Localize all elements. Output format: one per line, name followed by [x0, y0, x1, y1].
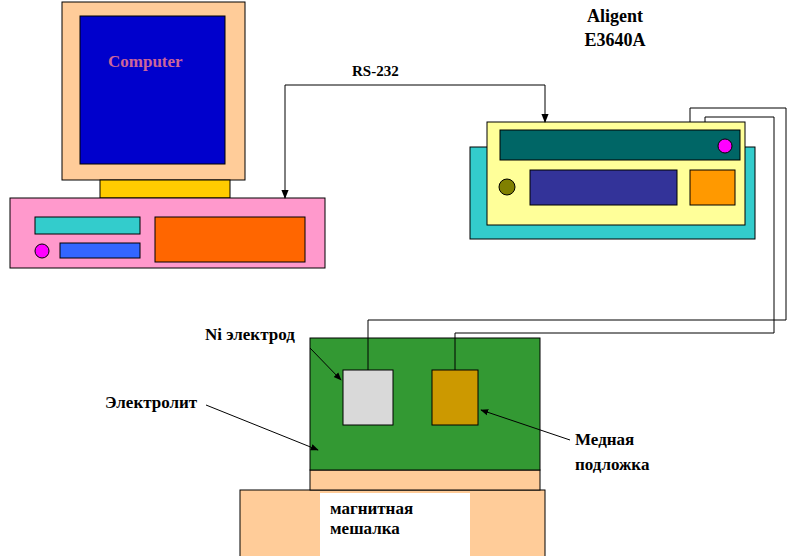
copper-substrate: Медная подложка [432, 370, 478, 425]
electrolyte-cell [310, 338, 540, 470]
leader-line [206, 405, 318, 450]
ni-electrode: Ni электрод [343, 370, 393, 425]
computer-case [10, 198, 325, 268]
leader-line [310, 348, 341, 380]
ni-electrode [343, 370, 393, 425]
wire [455, 117, 774, 370]
copper-substrate [432, 370, 478, 425]
power-supply: Aligent E3640A [487, 122, 745, 225]
power-button [35, 244, 49, 258]
stirrer-plate [310, 470, 540, 490]
supply-face [487, 122, 745, 225]
electrolyte-cell: ЭлектролитNi электродМедная подложка [310, 338, 540, 470]
supply-panel [530, 170, 677, 205]
drive-bay [35, 217, 140, 234]
node-label: Computer [108, 52, 183, 72]
supply-knob [499, 179, 515, 195]
supply-indicator [718, 139, 732, 153]
node-label: Медная подложка [575, 428, 680, 477]
node-label: Электролит [105, 393, 197, 413]
wire [368, 108, 786, 370]
monitor-screen [80, 16, 225, 164]
drive-bay [60, 243, 140, 258]
node-label: Aligent E3640A [570, 4, 660, 53]
node-label: Ni электрод [205, 325, 295, 345]
supply-display [500, 130, 740, 160]
serial-cable [285, 85, 545, 198]
edge-label: RS-232 [350, 62, 401, 80]
magnetic-stirrer: магнитная мешалка [240, 490, 545, 556]
node-label: магнитная мешалка [320, 493, 470, 556]
stirrer-body [240, 490, 545, 556]
computer-box: Computer [10, 198, 325, 268]
leader-line [481, 410, 570, 440]
supply-button [690, 170, 735, 205]
monitor-stand [100, 180, 230, 198]
monitor-frame [62, 2, 245, 180]
case-panel [155, 217, 305, 262]
